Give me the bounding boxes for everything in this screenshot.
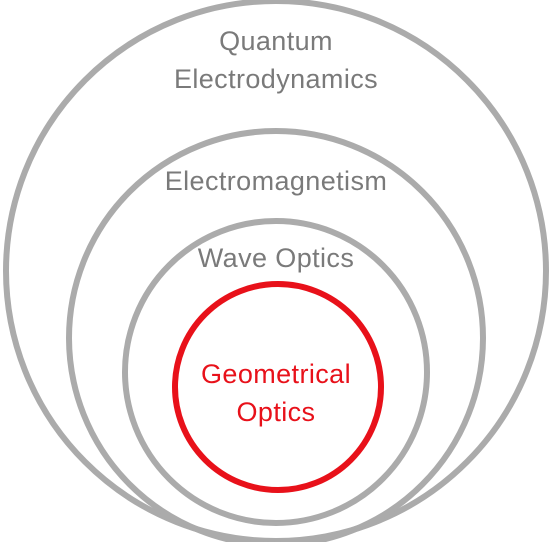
label-wave-optics: Wave Optics	[0, 239, 552, 277]
label-quantum-electrodynamics: Quantum Electrodynamics	[0, 22, 552, 98]
label-electromagnetism: Electromagnetism	[0, 162, 552, 200]
ring-electromagnetism	[66, 128, 486, 542]
label-wave-text: Wave Optics	[197, 243, 355, 273]
label-qed-line-1: Quantum	[219, 26, 333, 56]
ring-quantum-electrodynamics	[3, 0, 549, 542]
label-geometrical-optics: Geometrical Optics	[0, 355, 552, 431]
ring-wave-optics	[122, 218, 430, 526]
label-geo-line-1: Geometrical	[201, 359, 351, 389]
label-qed-line-2: Electrodynamics	[173, 64, 379, 94]
ring-geometrical-optics	[172, 281, 384, 493]
label-geo-line-2: Optics	[236, 397, 316, 427]
label-em-text: Electromagnetism	[164, 166, 388, 196]
